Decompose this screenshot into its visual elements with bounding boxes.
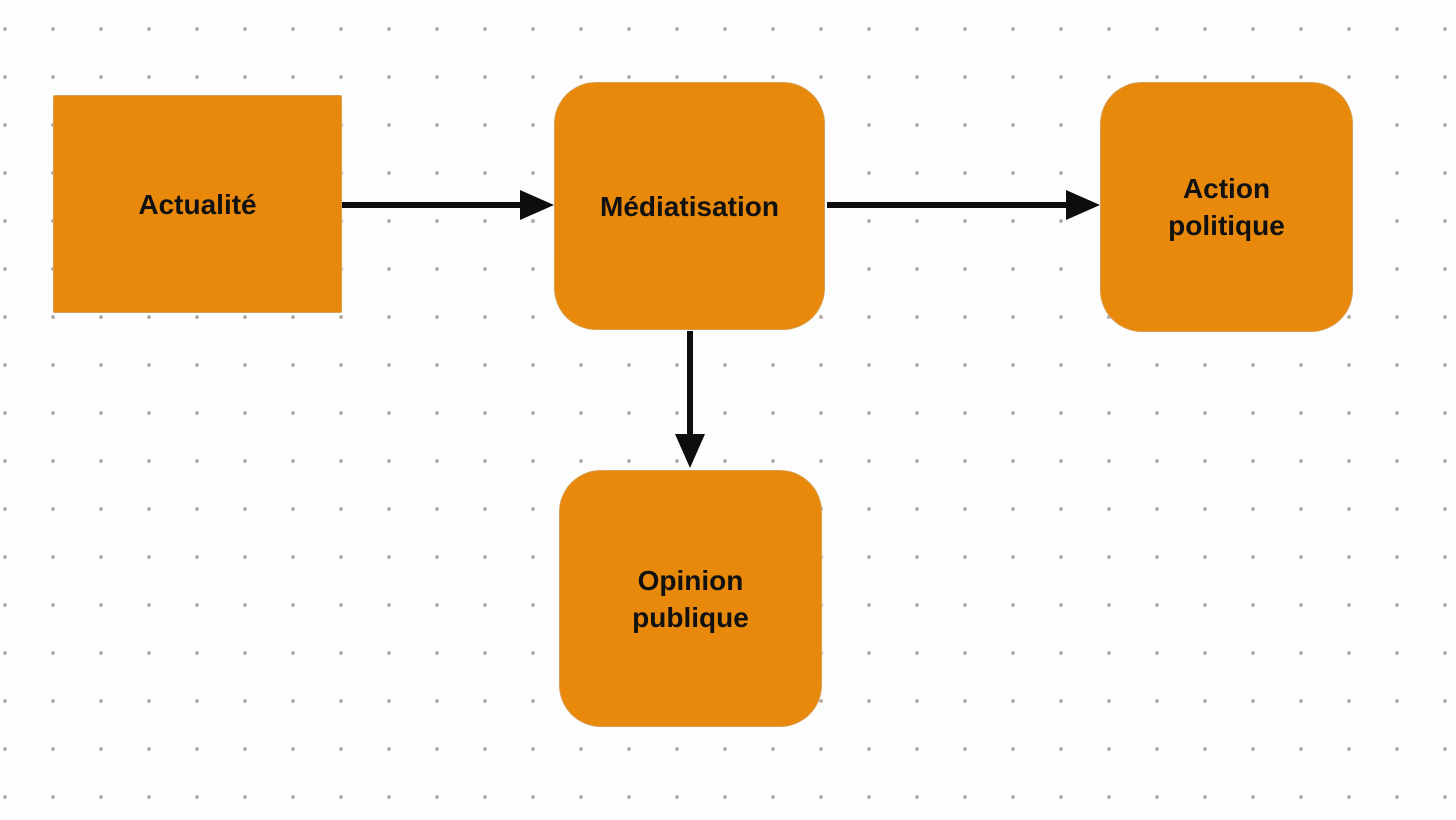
node-actualite[interactable]: Actualité (53, 95, 342, 313)
node-mediatisation-label: Médiatisation (600, 190, 779, 222)
node-mediatisation[interactable]: Médiatisation (554, 82, 825, 330)
edge-arrowhead (520, 190, 554, 220)
edge-mediatisation-to-opinion-publique[interactable] (675, 331, 705, 468)
edge-actualite-to-mediatisation[interactable] (342, 190, 554, 220)
edge-arrowhead (1066, 190, 1100, 220)
node-opinion-publique[interactable]: Opinion publique (559, 470, 822, 727)
node-opinion-publique-label: Opinion publique (632, 564, 749, 633)
node-actualite-label: Actualité (138, 188, 257, 220)
node-action-politique-label: Action politique (1168, 173, 1285, 241)
node-action-politique[interactable]: Action politique (1100, 82, 1353, 332)
edge-arrowhead (675, 434, 705, 468)
edge-mediatisation-to-action-politique[interactable] (827, 190, 1100, 220)
